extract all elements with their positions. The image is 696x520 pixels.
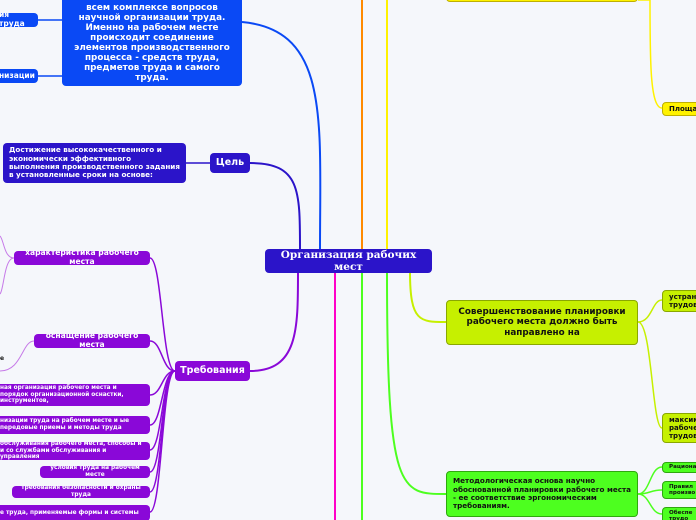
requirement-item-4[interactable]: низации труда на рабочем месте и ые пере… bbox=[0, 416, 150, 434]
root-node[interactable]: Организация рабочих мест bbox=[265, 249, 432, 273]
top-yellow-node-edge[interactable] bbox=[446, 0, 638, 2]
link-area bbox=[638, 0, 663, 109]
link-root-description bbox=[241, 21, 322, 250]
link-root-requirements bbox=[249, 271, 299, 372]
link-req-8 bbox=[149, 370, 176, 513]
link-method-2 bbox=[637, 489, 663, 495]
link-root-method bbox=[386, 271, 447, 495]
planning-child-2[interactable]: максим рабочег трудово bbox=[662, 413, 696, 443]
link-req-1 bbox=[149, 257, 176, 372]
requirement-item-6[interactable]: условия труда на рабочем месте bbox=[40, 466, 150, 478]
link-req-2 bbox=[149, 340, 176, 372]
planning-node[interactable]: Совершенствование планировки рабочего ме… bbox=[446, 300, 638, 345]
partial-node-1[interactable]: ия труда bbox=[0, 13, 38, 27]
method-child-3[interactable]: Обеспе трудо bbox=[662, 507, 696, 520]
link-planning-2 bbox=[637, 321, 663, 429]
requirements-node[interactable]: Требования bbox=[175, 361, 250, 381]
planning-child-1[interactable]: устране трудовы bbox=[662, 290, 696, 312]
goal-description-node[interactable]: Достижение высококачественного и экономи… bbox=[3, 143, 186, 183]
requirement-item-3[interactable]: ная организация рабочего места и порядок… bbox=[0, 384, 150, 406]
description-node[interactable]: имеет важнейшее значение во всем комплек… bbox=[62, 0, 242, 86]
link-method-3 bbox=[637, 493, 663, 515]
requirement-item-2[interactable]: оснащение рабочего места bbox=[34, 334, 150, 348]
area-node[interactable]: Площад bbox=[662, 102, 696, 116]
link-planning-1 bbox=[637, 299, 663, 323]
link-root-planning bbox=[409, 271, 447, 323]
method-node[interactable]: Методологическая основа научно обоснован… bbox=[446, 471, 638, 517]
goal-node[interactable]: Цель bbox=[210, 153, 250, 173]
link-root-goal bbox=[249, 162, 301, 250]
requirement-item-1[interactable]: характеристика рабочего места bbox=[14, 251, 150, 265]
requirement-item-5[interactable]: обслуживания рабочего места, способы и и… bbox=[0, 442, 150, 460]
requirement-item-7[interactable]: требования безопасности и охраны труда bbox=[12, 486, 150, 498]
partial-node-2[interactable]: низации bbox=[0, 69, 38, 83]
method-child-2[interactable]: Правил произво bbox=[662, 481, 696, 499]
method-child-1[interactable]: Рациона bbox=[662, 462, 696, 473]
requirement-item-8[interactable]: е труда, применяемые формы и системы bbox=[0, 505, 150, 520]
partial-label-e: е bbox=[0, 355, 5, 362]
